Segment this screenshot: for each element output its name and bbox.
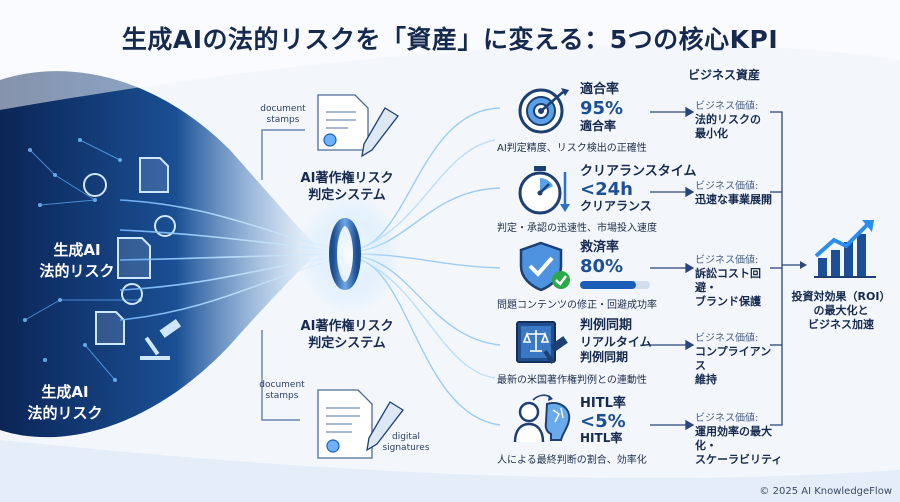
- kpi-value: <5%: [580, 411, 626, 432]
- kpi-desc: 最新の米国著作権判例との連動性: [497, 375, 647, 386]
- kpi-desc: 判定・承認の迅速性、市場投入速度: [497, 223, 657, 234]
- tag-line: digital: [392, 432, 420, 442]
- kpi-name: 適合率: [580, 82, 620, 97]
- value-text: スケーラビリティ: [695, 453, 783, 466]
- risk-label-top: 生成AI 法的リスク: [22, 240, 132, 282]
- roi-label: 投資対効果（ROI） の最大化と ビジネス加速: [786, 290, 896, 332]
- value-text: コンプライアンス: [695, 345, 772, 372]
- tag-line: stamps: [265, 391, 299, 401]
- value-label: ビジネス価値:: [695, 255, 759, 266]
- document-stamps-tag-bottom: document stamps: [252, 380, 312, 402]
- system-label-bottom: AI著作権リスク 判定システム: [282, 318, 412, 352]
- system-label-line: 判定システム: [308, 188, 386, 203]
- risk-label-top-line2: 法的リスク: [39, 262, 115, 280]
- document-stamps-tag-top: document stamps: [255, 104, 311, 126]
- value-text: 維持: [695, 373, 717, 386]
- tag-line: signatures: [382, 443, 430, 453]
- kpi-name: 判例同期: [580, 318, 633, 333]
- roi-line: の最大化と: [813, 304, 869, 317]
- value-text: ブランド保護: [695, 295, 761, 308]
- value-text: 最小化: [695, 127, 728, 140]
- business-value-5: ビジネス価値: 運用効率の最大化・ スケーラビリティ: [695, 412, 790, 467]
- value-label: ビジネス価値:: [695, 333, 759, 344]
- shield-check-icon: [519, 241, 570, 292]
- kpi-name: クリアランスタイム: [580, 164, 697, 179]
- value-text: 訴訟コスト回避・: [695, 267, 761, 294]
- risk-label-top-line1: 生成AI: [53, 241, 101, 259]
- relief-rate-progress-fill: [580, 281, 636, 289]
- business-value-2: ビジネス価値: 迅速な事業展開: [695, 180, 780, 207]
- kpi-name: HITL率: [580, 396, 626, 411]
- kpi-sub: HITL率: [580, 431, 623, 445]
- system-label-line: 判定システム: [308, 336, 386, 351]
- value-label: ビジネス価値:: [695, 413, 759, 424]
- kpi-value: 95%: [580, 98, 624, 119]
- tag-line: stamps: [266, 115, 300, 125]
- value-text: 迅速な事業展開: [695, 193, 772, 206]
- growth-chart-icon: [814, 220, 876, 278]
- value-label: ビジネス価値:: [695, 101, 759, 112]
- roi-line: ビジネス加速: [808, 318, 874, 331]
- business-value-3: ビジネス価値: 訴訟コスト回避・ ブランド保護: [695, 254, 780, 309]
- tag-line: document: [260, 104, 306, 114]
- value-text: 法的リスクの: [695, 113, 761, 126]
- relief-rate-progress-bar: [580, 281, 650, 289]
- risk-label-bottom-line2: 法的リスク: [27, 404, 103, 422]
- digital-signatures-tag: digital signatures: [378, 432, 434, 454]
- kpi-sub: クリアランス: [580, 199, 652, 213]
- roi-line: 投資対効果（ROI）: [791, 290, 891, 303]
- kpi-name: 救済率: [580, 240, 620, 255]
- target-icon: [518, 88, 569, 134]
- risk-label-bottom-line1: 生成AI: [41, 383, 89, 401]
- kpi-value: <24h: [580, 179, 633, 200]
- kpi-desc: 人による最終判断の割合、効率化: [497, 455, 647, 466]
- business-assets-header: ビジネス資産: [688, 68, 761, 82]
- law-book-gavel-icon: [516, 321, 568, 364]
- human-ai-icon: [513, 394, 571, 443]
- tag-line: document: [259, 380, 305, 390]
- kpi-sub: 適合率: [580, 119, 617, 133]
- business-value-4: ビジネス価値: コンプライアンス 維持: [695, 332, 780, 387]
- system-label-line: AI著作権リスク: [300, 171, 394, 186]
- risk-label-bottom: 生成AI 法的リスク: [10, 382, 120, 424]
- system-label-top: AI著作権リスク 判定システム: [282, 170, 412, 204]
- system-label-line: AI著作権リスク: [300, 319, 394, 334]
- kpi-desc: 問題コンテンツの修正・回避成功率: [497, 300, 657, 311]
- value-label: ビジネス価値:: [695, 181, 759, 192]
- stopwatch-icon: [518, 166, 570, 215]
- kpi-sub: リアルタイム 判例同期: [580, 335, 652, 364]
- value-text: 運用効率の最大化・: [695, 425, 772, 452]
- copyright: © 2025 AI KnowledgeFlow: [759, 486, 892, 497]
- page-title: 生成AIの法的リスクを「資産」に変える：5つの核心KPI: [121, 25, 779, 54]
- business-value-1: ビジネス価値: 法的リスクの 最小化: [695, 100, 775, 141]
- kpi-desc: AI判定精度、リスク検出の正確性: [497, 143, 647, 154]
- kpi-value: 80%: [580, 256, 624, 277]
